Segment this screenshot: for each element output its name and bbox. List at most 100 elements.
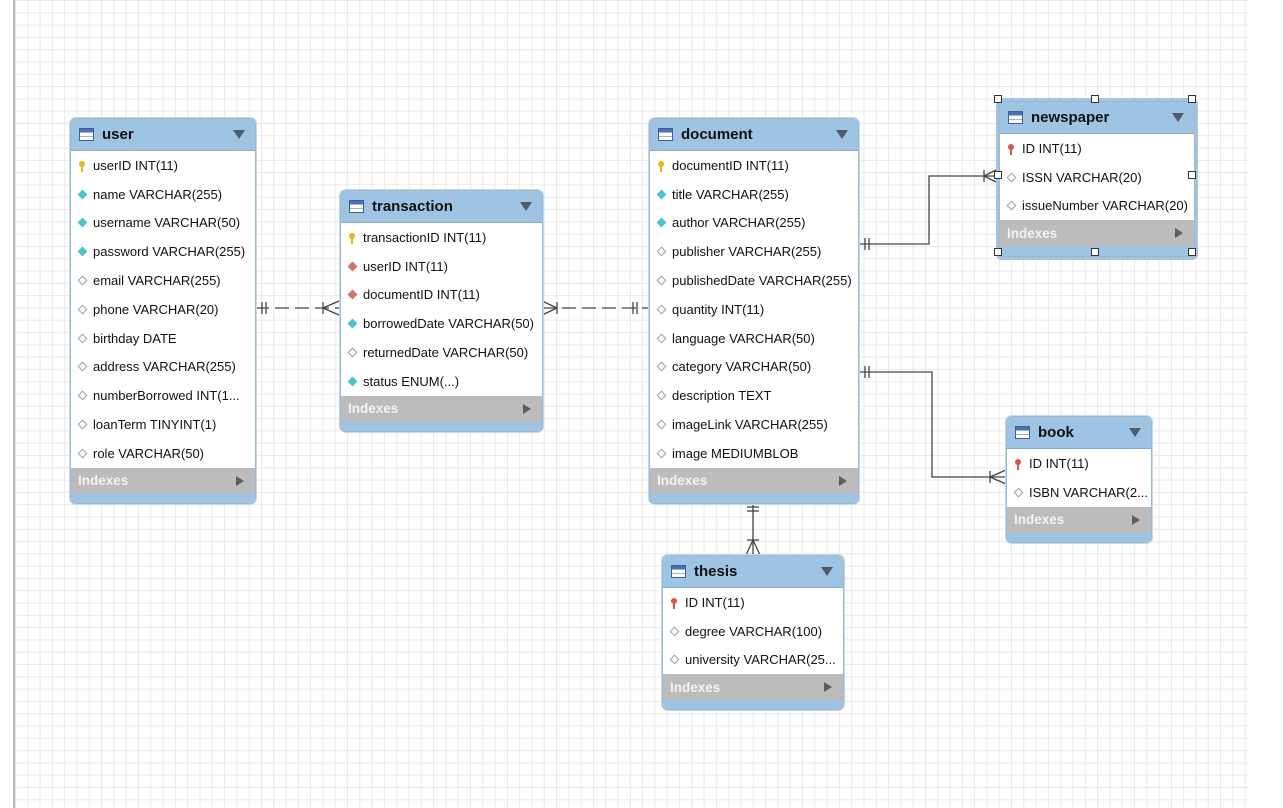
entity-transaction-columns: transactionID INT(11) userID INT(11) doc… <box>341 223 542 396</box>
column-row[interactable]: userID INT(11) <box>341 252 542 281</box>
nullable-diamond-icon <box>656 333 667 344</box>
column-row[interactable]: phone VARCHAR(20) <box>71 295 255 324</box>
column-row[interactable]: ID INT(11) <box>1007 449 1151 478</box>
column-row[interactable]: status ENUM(...) <box>341 367 542 396</box>
column-label: publishedDate VARCHAR(255) <box>672 273 852 289</box>
collapse-chevron-icon[interactable] <box>233 130 245 139</box>
column-row[interactable]: publisher VARCHAR(255) <box>650 237 858 266</box>
column-row[interactable]: loanTerm TINYINT(1) <box>71 410 255 439</box>
resize-handle[interactable] <box>1188 95 1196 103</box>
expand-arrow-icon[interactable] <box>1132 514 1140 525</box>
collapse-chevron-icon[interactable] <box>520 202 532 211</box>
entity-book-header[interactable]: book <box>1007 417 1151 449</box>
expand-arrow-icon[interactable] <box>839 475 847 486</box>
column-row[interactable]: ISSN VARCHAR(20) <box>1000 163 1194 192</box>
collapse-chevron-icon[interactable] <box>821 567 833 576</box>
collapse-chevron-icon[interactable] <box>1172 113 1184 122</box>
primary-key-icon <box>657 160 666 172</box>
indexes-bar[interactable]: Indexes <box>650 467 858 494</box>
column-label: email VARCHAR(255) <box>93 273 221 289</box>
column-row[interactable]: ID INT(11) <box>1000 134 1194 163</box>
entity-title: book <box>1038 424 1074 441</box>
column-label: ID INT(11) <box>685 594 745 610</box>
nullable-diamond-icon <box>77 362 88 372</box>
entity-title: transaction <box>372 198 453 215</box>
column-row[interactable]: language VARCHAR(50) <box>650 324 858 353</box>
resize-handle[interactable] <box>1188 248 1196 256</box>
column-row[interactable]: borrowedDate VARCHAR(50) <box>341 309 542 338</box>
entity-document[interactable]: document documentID INT(11) title VARCHA… <box>649 118 859 504</box>
entity-thesis-header[interactable]: thesis <box>663 556 843 588</box>
column-row[interactable]: returnedDate VARCHAR(50) <box>341 338 542 367</box>
entity-newspaper-columns: ID INT(11) ISSN VARCHAR(20) issueNumber … <box>1000 134 1194 220</box>
expand-arrow-icon[interactable] <box>523 403 531 414</box>
column-label: status ENUM(...) <box>363 373 460 389</box>
column-row[interactable]: role VARCHAR(50) <box>71 439 255 468</box>
column-row[interactable]: password VARCHAR(255) <box>71 237 255 266</box>
foreign-key-diamond-icon <box>347 261 358 272</box>
column-row[interactable]: university VARCHAR(25... <box>663 646 843 675</box>
column-row[interactable]: name VARCHAR(255) <box>71 180 255 209</box>
column-row[interactable]: documentID INT(11) <box>650 151 858 180</box>
column-row[interactable]: imageLink VARCHAR(255) <box>650 410 858 439</box>
indexes-bar[interactable]: Indexes <box>663 674 843 701</box>
expand-arrow-icon[interactable] <box>1175 228 1183 239</box>
resize-handle[interactable] <box>994 95 1002 103</box>
column-row[interactable]: ID INT(11) <box>663 588 843 617</box>
column-row[interactable]: documentID INT(11) <box>341 281 542 310</box>
nullable-diamond-icon <box>77 333 88 344</box>
column-row[interactable]: numberBorrowed INT(1... <box>71 381 255 410</box>
resize-handle[interactable] <box>1091 95 1099 103</box>
collapse-chevron-icon[interactable] <box>1129 428 1141 437</box>
resize-handle[interactable] <box>994 171 1002 179</box>
column-row[interactable]: description TEXT <box>650 381 858 410</box>
column-row[interactable]: quantity INT(11) <box>650 295 858 324</box>
nullable-diamond-icon <box>656 419 667 430</box>
indexes-label: Indexes <box>78 473 129 489</box>
expand-arrow-icon[interactable] <box>236 475 244 486</box>
not-null-diamond-icon <box>77 246 88 257</box>
nullable-diamond-icon <box>77 304 88 315</box>
column-row[interactable]: birthday DATE <box>71 324 255 353</box>
column-row[interactable]: publishedDate VARCHAR(255) <box>650 266 858 295</box>
entity-user-header[interactable]: user <box>71 119 255 151</box>
column-row[interactable]: transactionID INT(11) <box>341 223 542 252</box>
collapse-chevron-icon[interactable] <box>836 130 848 139</box>
entity-transaction-header[interactable]: transaction <box>341 191 542 223</box>
foreign-primary-key-icon <box>670 597 679 609</box>
column-row[interactable]: author VARCHAR(255) <box>650 209 858 238</box>
column-row[interactable]: userID INT(11) <box>71 151 255 180</box>
column-row[interactable]: category VARCHAR(50) <box>650 353 858 382</box>
indexes-bar[interactable]: Indexes <box>1007 506 1151 533</box>
column-row[interactable]: degree VARCHAR(100) <box>663 617 843 646</box>
column-row[interactable]: username VARCHAR(50) <box>71 209 255 238</box>
column-label: university VARCHAR(25... <box>685 652 836 668</box>
column-row[interactable]: ISBN VARCHAR(2... <box>1007 478 1151 507</box>
entity-footer <box>341 421 542 431</box>
resize-handle[interactable] <box>994 248 1002 256</box>
entity-book[interactable]: book ID INT(11) ISBN VARCHAR(2... Indexe… <box>1006 416 1152 543</box>
indexes-label: Indexes <box>670 679 721 695</box>
indexes-bar[interactable]: Indexes <box>341 395 542 422</box>
column-label: name VARCHAR(255) <box>93 186 223 202</box>
entity-transaction[interactable]: transaction transactionID INT(11) userID… <box>340 190 543 432</box>
entity-document-header[interactable]: document <box>650 119 858 151</box>
indexes-bar[interactable]: Indexes <box>1000 220 1194 247</box>
column-row[interactable]: issueNumber VARCHAR(20) <box>1000 192 1194 221</box>
column-row[interactable]: title VARCHAR(255) <box>650 180 858 209</box>
column-row[interactable]: email VARCHAR(255) <box>71 266 255 295</box>
column-label: author VARCHAR(255) <box>672 215 806 231</box>
entity-newspaper[interactable]: newspaper ID INT(11) ISSN VARCHAR(20) is… <box>999 101 1195 258</box>
not-null-diamond-icon <box>656 218 667 228</box>
column-row[interactable]: address VARCHAR(255) <box>71 353 255 382</box>
resize-handle[interactable] <box>1091 248 1099 256</box>
entity-thesis[interactable]: thesis ID INT(11) degree VARCHAR(100) un… <box>662 555 844 711</box>
table-icon <box>1015 426 1030 439</box>
column-row[interactable]: image MEDIUMBLOB <box>650 439 858 468</box>
entity-user[interactable]: user userID INT(11) name VARCHAR(255) us… <box>70 118 256 504</box>
indexes-bar[interactable]: Indexes <box>71 467 255 494</box>
column-label: quantity INT(11) <box>672 301 765 317</box>
expand-arrow-icon[interactable] <box>824 682 832 693</box>
resize-handle[interactable] <box>1188 171 1196 179</box>
entity-newspaper-header[interactable]: newspaper <box>1000 102 1194 134</box>
